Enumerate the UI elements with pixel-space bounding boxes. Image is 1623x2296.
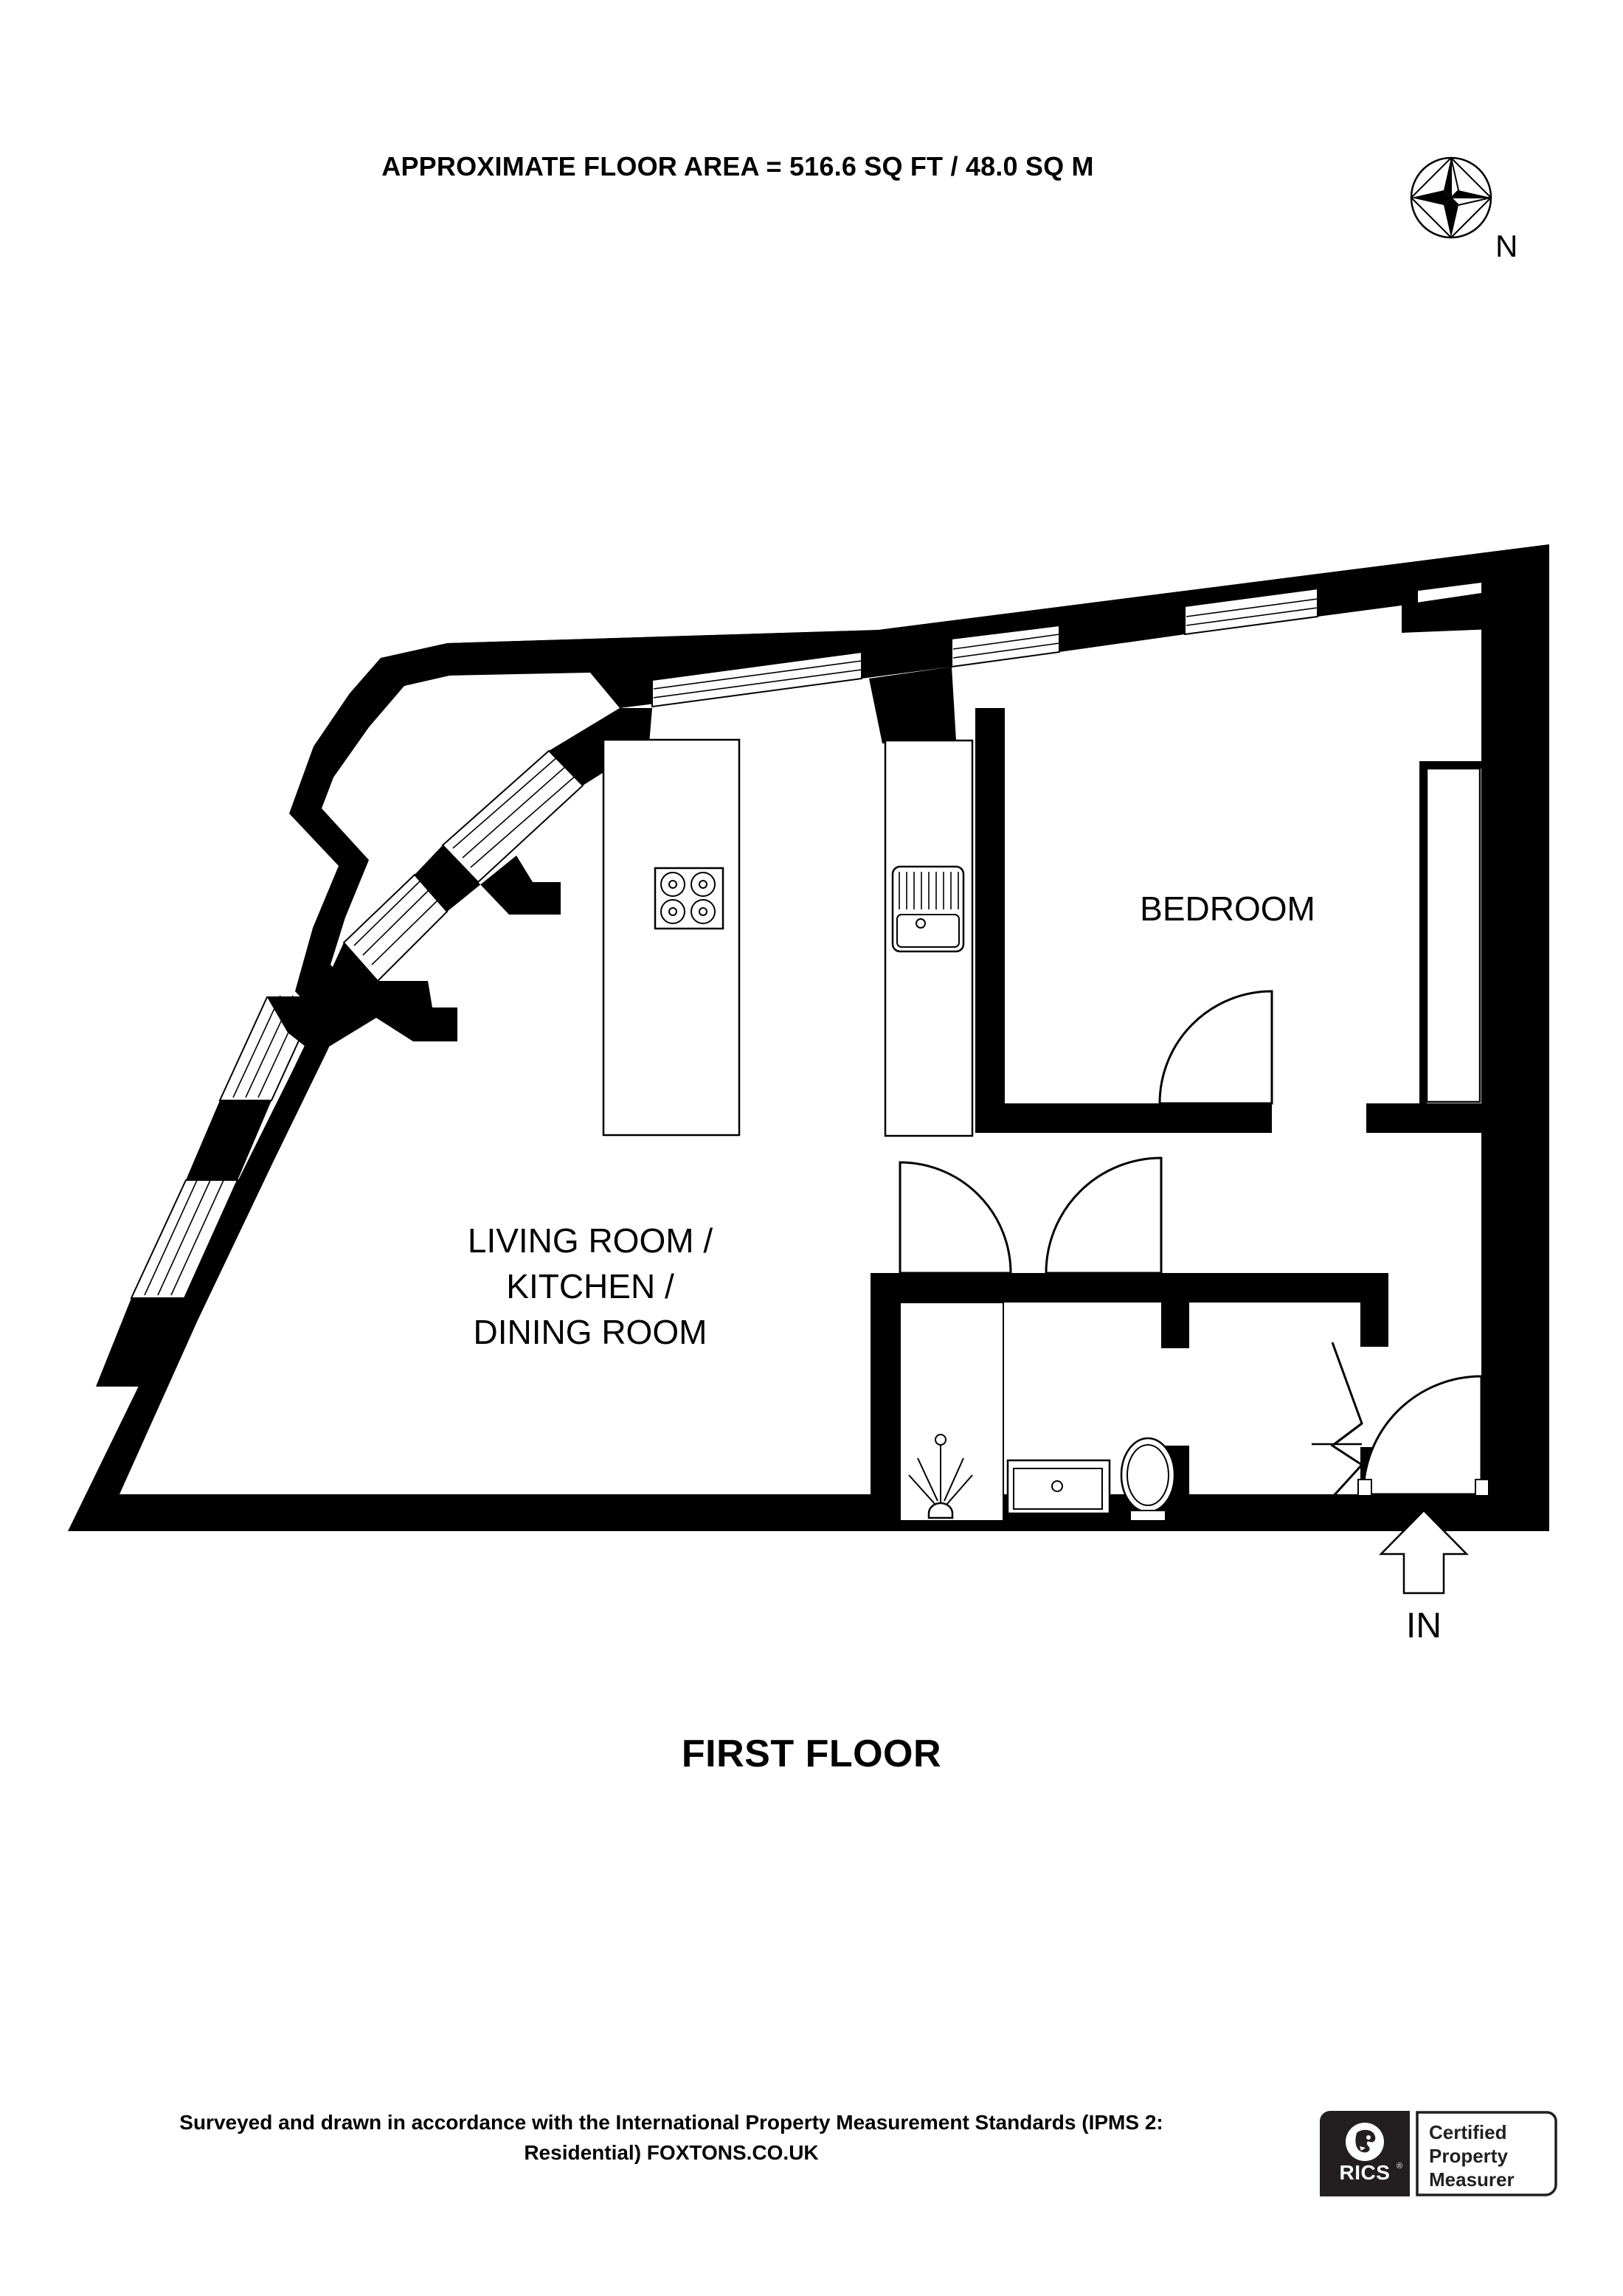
entrance-arrow-icon — [1379, 1509, 1469, 1595]
badge-line-2: Property — [1429, 2145, 1508, 2167]
shower-head-icon — [899, 1302, 1004, 1522]
badge-line-1: Certified — [1429, 2121, 1506, 2143]
floor-caption: FIRST FLOOR — [681, 1733, 942, 1775]
north-facade — [447, 544, 1549, 743]
compass-rose-icon: N — [1398, 148, 1538, 266]
footer-line-1: Surveyed and drawn in accordance with th… — [179, 2111, 1163, 2134]
room-label-living-line1: LIVING ROOM / — [468, 1221, 713, 1260]
room-labels: LIVING ROOM / KITCHEN / DINING ROOM BEDR… — [468, 889, 1315, 1351]
four-ring-hob-icon — [654, 867, 724, 930]
rics-certified-property-measurer-badge: RICS ® Certified Property Measurer — [1320, 2111, 1557, 2196]
compass-north-label: N — [1495, 229, 1518, 263]
rics-wordmark: RICS — [1340, 2161, 1391, 2184]
hall-door — [1045, 1156, 1163, 1274]
page-title: APPROXIMATE FLOOR AREA = 516.6 SQ FT / 4… — [381, 151, 1094, 181]
doors — [899, 990, 1489, 1499]
footer-area: Surveyed and drawn in accordance with th… — [0, 2095, 1623, 2279]
entrance-marker: IN — [1379, 1509, 1469, 1645]
room-label-bedroom: BEDROOM — [1140, 889, 1315, 928]
entrance-door — [1357, 1375, 1489, 1496]
bedroom-door — [1158, 990, 1273, 1105]
badge-line-3: Measurer — [1429, 2168, 1515, 2191]
room-label-living-line3: DINING ROOM — [474, 1313, 707, 1351]
sink-with-drainer-icon — [891, 865, 965, 953]
floorplan-drawing: LIVING ROOM / KITCHEN / DINING ROOM BEDR… — [68, 544, 1549, 1645]
bay-window-wall — [96, 708, 652, 1387]
rics-lion-icon — [1346, 2123, 1384, 2161]
wardrobe-icon — [1425, 767, 1481, 1103]
entrance-label: IN — [1406, 1606, 1442, 1645]
cupboard-door — [1312, 1342, 1364, 1499]
footer-disclaimer: Surveyed and drawn in accordance with th… — [52, 2108, 1291, 2168]
rics-registered-mark: ® — [1397, 2162, 1402, 2171]
header-area: APPROXIMATE FLOOR AREA = 516.6 SQ FT / 4… — [0, 0, 1623, 295]
bathroom-door — [899, 1161, 1012, 1274]
bathroom-fixtures — [899, 1302, 1176, 1526]
footer-line-2: Residential) FOXTONS.CO.UK — [524, 2140, 819, 2164]
toilet-icon — [1120, 1437, 1176, 1522]
room-label-living-line2: KITCHEN / — [506, 1267, 674, 1305]
kitchen-fixtures — [602, 738, 974, 1137]
bathtub-icon — [1006, 1459, 1111, 1526]
